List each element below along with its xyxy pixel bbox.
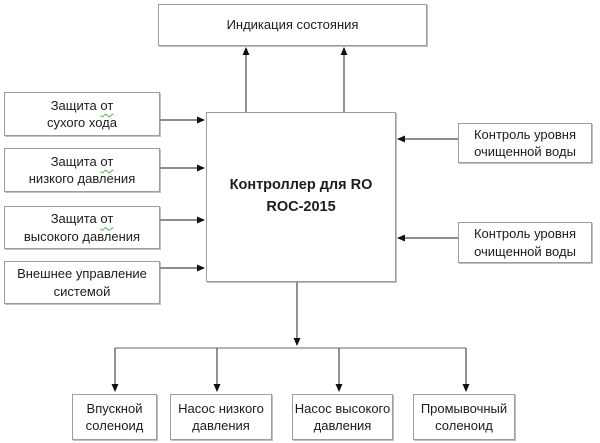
node-label-part: Защита	[50, 153, 101, 169]
node-external-system-control: Внешнее управление системой	[4, 261, 160, 304]
node-label-line2: сухого хода	[47, 115, 117, 130]
node-label-line2: соленоид	[435, 418, 493, 433]
node-label-line2: соленоид	[85, 418, 144, 433]
node-clean-water-level-control-1: Контроль уровня очищенной воды	[458, 123, 592, 163]
node-clean-water-level-control-2: Контроль уровня очищенной воды	[458, 222, 592, 263]
node-label-line1: Контроль уровня	[473, 226, 577, 242]
node-label-line2: очищенной воды	[474, 243, 576, 259]
node-low-pressure-pump: Насос низкого давления	[170, 394, 272, 440]
node-label-line1: Контроль уровня	[473, 126, 577, 142]
node-inlet-solenoid: Впускной соленоид	[72, 394, 157, 440]
node-label-line2: высокого давления	[23, 228, 141, 244]
node-label-line1: Насос низкого	[178, 400, 264, 416]
node-dry-run-protection: Защита от сухого хода	[4, 92, 160, 136]
node-flush-solenoid: Промывочный соленоид	[413, 394, 515, 440]
spellcheck-underlined-word: от	[100, 153, 114, 169]
spellcheck-underlined-word: от	[100, 211, 114, 227]
node-label-line2: очищенной воды	[474, 144, 576, 159]
node-high-pressure-pump: Насос высокого давления	[292, 394, 393, 440]
node-label-part: Защита	[50, 97, 101, 113]
node-label-line1: Насос высокого	[294, 400, 391, 416]
node-low-pressure-protection: Защита от низкого давления	[4, 148, 160, 192]
node-label-line1: Контроллер для RO	[229, 177, 373, 194]
node-label-line2: ROC-2015	[266, 199, 336, 215]
node-label-line2: низкого давления	[28, 171, 136, 186]
node-label-line1: Промывочный	[420, 400, 508, 416]
node-label-line1: Внешнее управление	[17, 266, 147, 282]
node-status-indication: Индикация состояния	[158, 4, 427, 46]
node-label-line2: давления	[192, 418, 250, 433]
node-ro-controller: Контроллер для RO ROC-2015	[206, 112, 396, 282]
node-label-line1: Впускной	[86, 400, 143, 416]
node-label-line2: системой	[53, 283, 111, 299]
node-label-part: Защита	[50, 211, 101, 227]
node-label: Индикация состояния	[226, 17, 359, 33]
node-high-pressure-protection: Защита от высокого давления	[4, 206, 160, 249]
node-label-line2: давления	[313, 418, 372, 433]
spellcheck-underlined-word: от	[100, 97, 114, 113]
